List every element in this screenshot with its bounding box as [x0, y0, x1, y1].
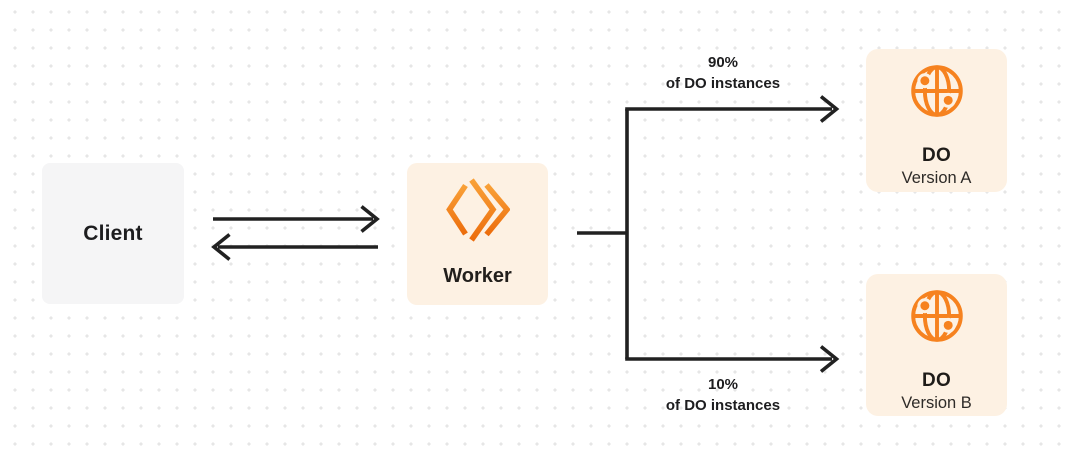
globe-icon	[910, 65, 963, 117]
worker-label: Worker	[443, 265, 512, 287]
label-10-percent-caption: of DO instances	[665, 397, 781, 414]
arrow-client-to-worker	[213, 205, 380, 233]
label-90-percent-value: 90%	[707, 54, 739, 71]
globe-icon	[910, 290, 963, 342]
client-label: Client	[83, 221, 143, 245]
label-90-percent-caption: of DO instances	[665, 75, 781, 92]
branch-line	[577, 109, 629, 359]
do-b-title: DO	[921, 370, 952, 391]
node-client: Client	[42, 163, 184, 304]
arrow-branch-to-do-a	[625, 95, 840, 123]
label-10-percent: 10% of DO instances	[623, 374, 823, 416]
do-b-subtitle: Version B	[901, 394, 972, 412]
node-do-version-b: DO Version B	[866, 274, 1007, 416]
workers-logo-icon	[445, 178, 510, 242]
node-do-version-a: DO Version A	[866, 49, 1007, 192]
do-a-title: DO	[921, 145, 952, 166]
do-a-subtitle: Version A	[901, 169, 972, 187]
node-worker: Worker	[407, 163, 548, 305]
arrow-worker-to-client	[211, 233, 378, 261]
label-90-percent: 90% of DO instances	[623, 52, 823, 94]
label-10-percent-value: 10%	[707, 376, 739, 393]
arrow-branch-to-do-b	[625, 345, 840, 373]
